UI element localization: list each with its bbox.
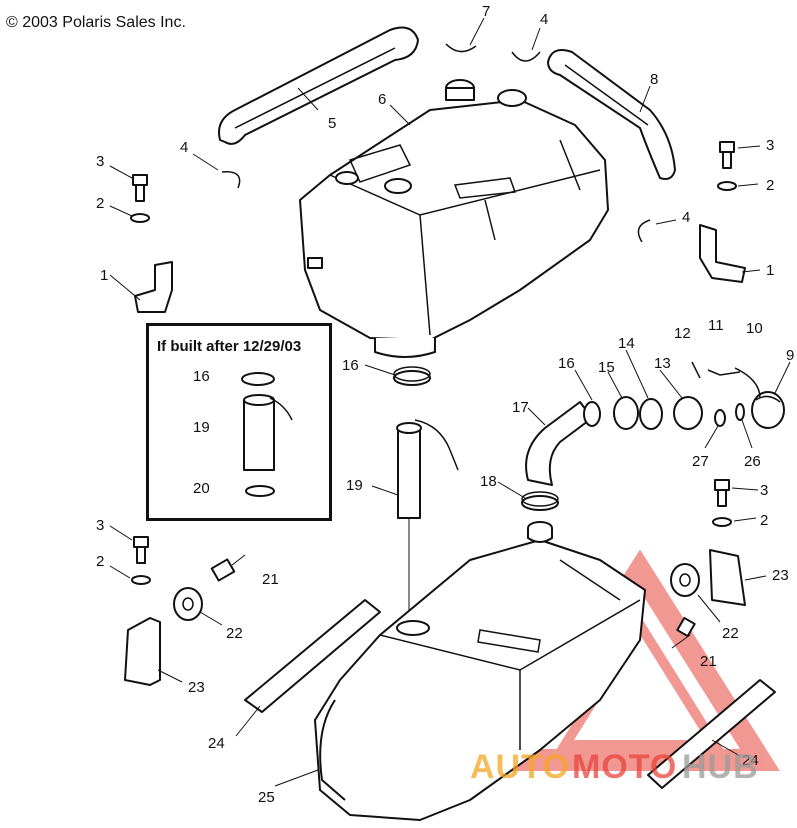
ring-16-center — [393, 366, 431, 386]
callout-15: 15 — [598, 359, 615, 376]
callout-4-right: 4 — [682, 209, 690, 226]
callout-9: 9 — [786, 347, 794, 364]
bushing-21-right — [671, 616, 696, 649]
callout-3-upper-right: 3 — [766, 137, 774, 154]
pad-24-right — [647, 679, 776, 789]
bolt-3-upper-right — [719, 141, 735, 169]
gasket-14 — [639, 398, 663, 430]
callout-7: 7 — [482, 3, 490, 20]
watermark-text-hub: HUB — [682, 748, 759, 786]
callout-11: 11 — [708, 317, 724, 334]
callout-1-right: 1 — [766, 262, 774, 279]
clip-7 — [445, 43, 477, 53]
callout-5: 5 — [328, 115, 336, 132]
callout-23-right: 23 — [772, 567, 789, 584]
callout-10: 10 — [746, 320, 763, 337]
callout-3-mid-right: 3 — [760, 482, 768, 499]
callout-2-upper-right: 2 — [766, 177, 774, 194]
clip-4-left — [221, 171, 241, 189]
copyright-notice: © 2003 Polaris Sales Inc. — [6, 14, 186, 31]
callout-14: 14 — [618, 335, 635, 352]
bushing-21-left — [210, 554, 246, 582]
callout-numbers: 1 1 2 2 2 2 3 3 3 3 4 4 4 5 6 7 8 9 10 1… — [96, 3, 794, 806]
grommet-22-left — [173, 587, 203, 621]
callout-21-left: 21 — [262, 571, 279, 588]
washer-2-upper-right — [717, 181, 737, 191]
inset-label-16: 16 — [193, 368, 210, 385]
clamp-16-hose — [583, 401, 601, 427]
callout-2-upper-left: 2 — [96, 195, 104, 212]
callout-18: 18 — [480, 473, 497, 490]
callout-16-center: 16 — [342, 357, 359, 374]
callout-3-upper-left: 3 — [96, 153, 104, 170]
washer-2-mid-right — [712, 517, 732, 527]
fuel-cap-9 — [751, 391, 785, 429]
callout-16-hose: 16 — [558, 355, 575, 372]
inset-label-19: 19 — [193, 419, 210, 436]
bracket-1-right — [699, 224, 746, 283]
tether-11 — [707, 369, 741, 376]
callout-8: 8 — [650, 71, 658, 88]
callout-6: 6 — [378, 91, 386, 108]
callout-24-right: 24 — [742, 752, 759, 769]
nut-15 — [613, 396, 639, 430]
callout-19-main: 19 — [346, 477, 363, 494]
callout-4-top: 4 — [540, 11, 548, 28]
callout-13: 13 — [654, 355, 671, 372]
bolt-3-lower-left — [133, 536, 149, 564]
flange-13 — [673, 396, 703, 430]
bracket-23-right — [709, 549, 746, 606]
clip-4-top — [511, 51, 541, 62]
strap-5 — [218, 26, 419, 145]
filler-hose-17 — [525, 401, 593, 486]
callout-22-left: 22 — [226, 625, 243, 642]
bracket-23-left — [124, 617, 161, 686]
callout-23-left: 23 — [188, 679, 205, 696]
callout-26: 26 — [744, 453, 761, 470]
bolt-3-upper-left — [132, 174, 148, 202]
watermark-text: AUTO MOTO HUB — [470, 748, 759, 786]
callout-2-mid-right: 2 — [760, 512, 768, 529]
callout-24-left: 24 — [208, 735, 225, 752]
grommet-22-right — [670, 563, 700, 597]
pad-24-left — [244, 599, 381, 713]
callout-21-right: 21 — [700, 653, 717, 670]
strap-8 — [547, 49, 676, 180]
callout-4-left: 4 — [180, 139, 188, 156]
callout-27: 27 — [692, 453, 709, 470]
callout-3-lower-left: 3 — [96, 517, 104, 534]
upper-fuel-tank — [299, 79, 609, 358]
screw-12 — [691, 361, 701, 379]
bolt-3-mid-right — [714, 479, 730, 507]
callout-22-right: 22 — [722, 625, 739, 642]
oring-27 — [714, 409, 726, 427]
callout-1-left: 1 — [100, 267, 108, 284]
callout-12: 12 — [674, 325, 691, 342]
inset-parts — [241, 372, 293, 497]
callout-25: 25 — [258, 789, 275, 806]
inset-box: If built after 12/29/03 16 19 20 — [146, 323, 332, 521]
watermark-text-moto: MOTO — [572, 748, 677, 786]
bracket-1-left — [134, 261, 173, 313]
inset-title: If built after 12/29/03 — [157, 338, 302, 355]
ring-18 — [521, 491, 559, 511]
inset-label-20: 20 — [193, 480, 210, 497]
gasket-26 — [735, 403, 745, 421]
lower-fuel-tank — [314, 521, 646, 821]
clip-4-right — [637, 219, 651, 243]
tether-10 — [734, 367, 761, 399]
watermark-text-auto: AUTO — [470, 748, 570, 786]
fuel-pump-19 — [396, 419, 459, 620]
washer-2-lower-left — [131, 575, 151, 585]
callout-17: 17 — [512, 399, 529, 416]
washer-2-upper-left — [130, 213, 150, 223]
callout-2-lower-left: 2 — [96, 553, 104, 570]
leader-lines — [109, 17, 791, 787]
